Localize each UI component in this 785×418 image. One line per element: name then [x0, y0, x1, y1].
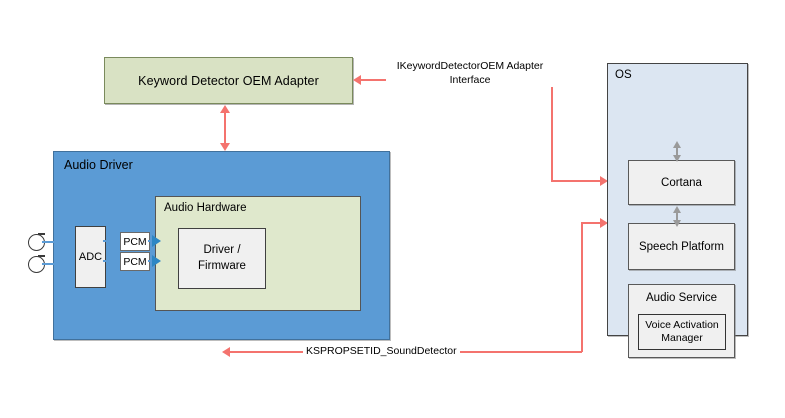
- adc-label: ADC: [78, 251, 103, 263]
- voice-activation-manager-line2: Manager: [661, 332, 703, 344]
- audio-service-arrowhead-icon: [600, 218, 608, 228]
- pcm2-to-driver-wire: [148, 260, 154, 262]
- audio-driver-box[interactable]: Audio Driver ADC Audio Hardware Driver /…: [53, 151, 390, 340]
- adc-box[interactable]: ADC: [75, 226, 106, 288]
- mic1-to-adc-wire: [42, 241, 74, 243]
- sound-detector-horizontal-left: [229, 351, 305, 353]
- oem-interface-label-line1: IKeywordDetectorOEM Adapter: [396, 60, 544, 72]
- oem-to-driver-arrowhead-up-icon: [220, 105, 230, 113]
- audio-service-label: Audio Service: [646, 292, 717, 304]
- speech-audioservice-arrowhead-up-icon: [673, 206, 681, 213]
- pcm2-arrowhead-icon: [152, 255, 161, 267]
- oem-to-driver-line: [224, 112, 226, 146]
- sound-detector-arrowhead-left-icon: [222, 347, 230, 357]
- keyword-detector-oem-adapter-box[interactable]: Keyword Detector OEM Adapter: [104, 57, 353, 104]
- speech-audioservice-line: [676, 212, 678, 221]
- oem-adapter-label: Keyword Detector OEM Adapter: [138, 73, 319, 88]
- oem-interface-label: IKeywordDetectorOEM Adapter Interface: [386, 60, 554, 88]
- speech-platform-arrowhead-icon: [600, 176, 608, 186]
- voice-activation-manager-line1: Voice Activation: [645, 318, 719, 331]
- speech-platform-box[interactable]: Speech Platform: [628, 223, 735, 270]
- oem-interface-label-line2: Interface: [449, 73, 491, 86]
- pcm-label-2: PCM: [120, 252, 150, 271]
- audio-driver-title: Audio Driver: [64, 158, 133, 172]
- driver-firmware-box[interactable]: Driver / Firmware: [178, 228, 266, 289]
- pcm1-arrowhead-icon: [152, 235, 161, 247]
- sound-detector-horizontal-top: [581, 222, 602, 224]
- driver-firmware-line1: Driver /: [203, 243, 241, 256]
- speech-platform-label: Speech Platform: [638, 240, 724, 253]
- driver-firmware-line2: Firmware: [198, 259, 246, 272]
- cortana-speech-line: [676, 147, 678, 156]
- adc-to-pcm2-wire: [103, 260, 123, 262]
- oem-interface-arrowhead-icon: [353, 75, 361, 85]
- sound-detector-horizontal-right: [457, 351, 582, 353]
- cortana-speech-arrowhead-down-icon: [673, 155, 681, 162]
- voice-activation-manager-box[interactable]: Voice Activation Manager: [638, 314, 726, 350]
- cortana-label: Cortana: [661, 176, 702, 189]
- sound-detector-vertical: [581, 222, 583, 352]
- os-panel[interactable]: OS Cortana Speech Platform Audio Service…: [607, 63, 748, 358]
- audio-hardware-box[interactable]: Audio Hardware Driver / Firmware: [155, 196, 361, 311]
- mic2-to-adc-wire: [42, 263, 74, 265]
- pcm-label-1: PCM: [120, 232, 150, 251]
- audio-hardware-title: Audio Hardware: [164, 202, 247, 214]
- cortana-box[interactable]: Cortana: [628, 160, 735, 205]
- oem-interface-horizontal-bottom: [551, 180, 602, 182]
- cortana-speech-arrowhead-up-icon: [673, 141, 681, 148]
- os-panel-title: OS: [615, 69, 632, 81]
- oem-interface-vertical: [551, 79, 553, 181]
- pcm1-to-driver-wire: [148, 240, 154, 242]
- oem-to-driver-arrowhead-down-icon: [220, 143, 230, 151]
- adc-to-pcm1-wire: [103, 240, 123, 242]
- sound-detector-label: KSPROPSETID_SoundDetector: [303, 345, 460, 359]
- speech-audioservice-arrowhead-down-icon: [673, 220, 681, 227]
- audio-service-box[interactable]: Audio Service Voice Activation Manager: [628, 284, 735, 358]
